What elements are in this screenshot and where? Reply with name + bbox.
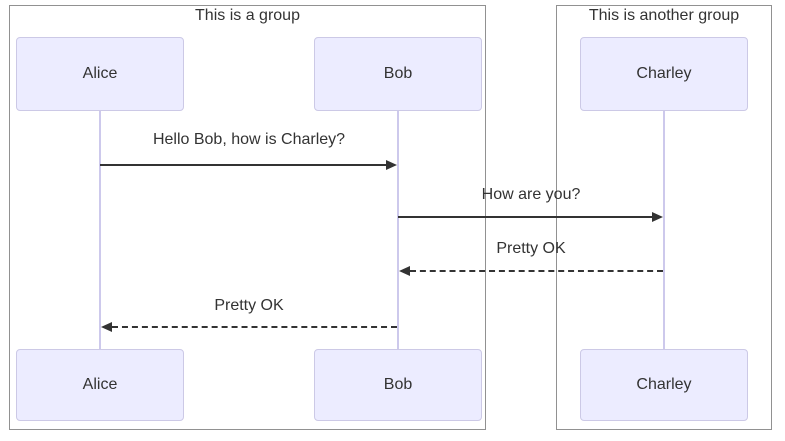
actor-box-alice-top: Alice: [16, 37, 184, 111]
actor-box-alice-bottom: Alice: [16, 349, 184, 421]
message-label-1: Hello Bob, how is Charley?: [152, 131, 346, 148]
arrowhead-left-icon: [101, 322, 112, 332]
message-label-2: How are you?: [481, 186, 581, 203]
group-title-a: This is a group: [195, 7, 300, 24]
actor-box-bob-bottom: Bob: [314, 349, 482, 421]
arrowhead-right-icon: [652, 212, 663, 222]
arrowhead-right-icon: [386, 160, 397, 170]
lifeline-bob: [397, 111, 399, 349]
message-line-1: [100, 164, 388, 166]
message-line-3: [410, 270, 663, 272]
group-title-b: This is another group: [588, 7, 740, 24]
actor-box-charley-top: Charley: [580, 37, 748, 111]
lifeline-alice: [99, 111, 101, 349]
arrowhead-left-icon: [399, 266, 410, 276]
actor-box-charley-bottom: Charley: [580, 349, 748, 421]
message-label-3: Pretty OK: [496, 240, 566, 257]
lifeline-charley: [663, 111, 665, 349]
message-line-2: [398, 216, 654, 218]
message-label-4: Pretty OK: [214, 297, 284, 314]
message-line-4: [112, 326, 397, 328]
actor-box-bob-top: Bob: [314, 37, 482, 111]
